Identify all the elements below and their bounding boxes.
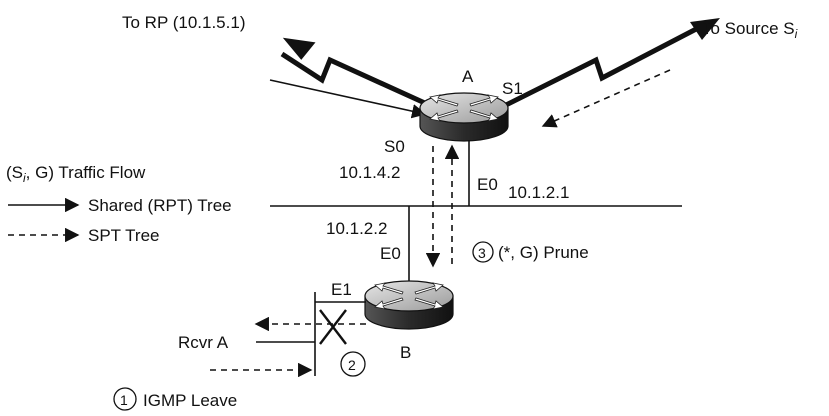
step-1-number: 1 — [120, 392, 128, 408]
router-b-e0-label: E0 — [380, 244, 401, 263]
legend-title: (Si, G) Traffic Flow — [6, 163, 146, 185]
step-1-circle — [113, 387, 137, 411]
step-3-circle — [472, 241, 494, 263]
legend-shared-label: Shared (RPT) Tree — [88, 196, 232, 215]
igmp-leave-label: IGMP Leave — [143, 391, 237, 410]
router-b-e1-label: E1 — [331, 280, 352, 299]
to-rp-label: To RP (10.1.5.1) — [122, 13, 245, 32]
rp-arrowhead — [282, 37, 316, 60]
router-b-e0-ip: 10.1.2.2 — [326, 219, 387, 238]
wan-link-source — [502, 23, 704, 109]
spt-arrow-source — [541, 69, 671, 128]
wan-link-rp — [280, 51, 429, 107]
router-a-s0-ip: 10.1.4.2 — [339, 163, 400, 182]
rcvr-a-label: Rcvr A — [178, 333, 229, 352]
legend-spt-label: SPT Tree — [88, 226, 160, 245]
router-a-s0-label: S0 — [384, 137, 405, 156]
router-b-label: B — [400, 343, 411, 362]
router-a-s1-label: S1 — [502, 79, 523, 98]
prune-label: (*, G) Prune — [498, 243, 589, 262]
step-2-number: 2 — [348, 357, 356, 373]
router-a-icon — [419, 92, 509, 142]
router-a-e0-ip: 10.1.2.1 — [508, 183, 569, 202]
router-b-icon — [364, 280, 454, 330]
shared-tree-arrow — [269, 79, 427, 119]
x-cross-icon — [319, 309, 347, 345]
to-source-label: To Source Si — [702, 19, 798, 41]
router-a-label: A — [462, 67, 474, 86]
router-a-e0-label: E0 — [477, 175, 498, 194]
step-2-circle — [340, 351, 366, 377]
source-arrowhead — [690, 18, 720, 40]
step-3-number: 3 — [478, 245, 486, 261]
